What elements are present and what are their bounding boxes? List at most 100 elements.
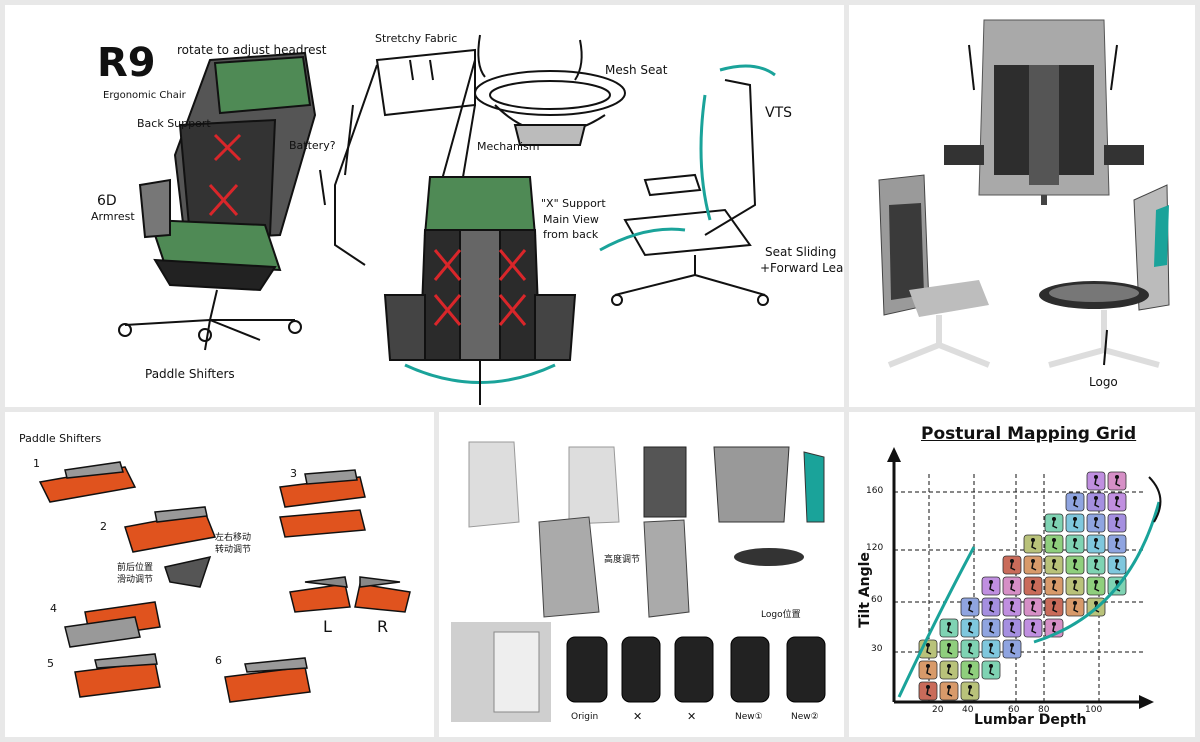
posture-figure-body [1010, 562, 1016, 571]
rotate-note: rotate to adjust headrest [177, 43, 327, 57]
shell-label-1: Origin [571, 712, 599, 722]
mechanism-note: Mechanism [477, 140, 540, 153]
posture-figure-icon [1094, 475, 1098, 479]
y-tick-60: 60 [871, 595, 883, 605]
posture-figure-icon [1031, 622, 1035, 626]
paddle-note-c: 前后位置 [117, 563, 154, 573]
posture-figure-icon [1073, 538, 1077, 542]
posture-figure-icon [1073, 517, 1077, 521]
posture-figure-body [989, 667, 995, 676]
posture-figure-body [1094, 583, 1100, 592]
posture-figure-icon [1115, 580, 1119, 584]
paddle-note-d: 滑动调节 [117, 575, 154, 585]
posture-figure-body [1052, 604, 1058, 613]
model-subtitle: Ergonomic Chair [103, 90, 186, 101]
posture-figure-body [1073, 583, 1079, 592]
mesh-seat-sketch [474, 70, 626, 146]
x-tick-20: 20 [932, 705, 944, 715]
variant-photo [451, 622, 551, 722]
posture-figure-body [1031, 562, 1037, 571]
posture-figure-body [968, 667, 974, 676]
seat-sliding-note-1: Seat Sliding [765, 245, 837, 259]
vts-chair-sketch [611, 79, 769, 306]
seat-sliding-note-2: +Forward Leaning [760, 261, 844, 275]
paddle-step-3: 3 [290, 467, 297, 480]
posture-figure-icon [1010, 643, 1014, 647]
model-title: R9 [97, 40, 156, 86]
posture-figure-icon [968, 643, 972, 647]
posture-figure-icon [1094, 517, 1098, 521]
posture-figure-icon [1073, 496, 1077, 500]
motion-arrows [319, 34, 583, 206]
paddle-step-4: 4 [50, 602, 57, 615]
posture-figure-body [947, 646, 953, 655]
variant-renders-top [468, 441, 825, 528]
posture-figure-body [1073, 604, 1079, 613]
render-canvas [878, 19, 1170, 368]
stretchy-note: Stretchy Fabric [375, 32, 458, 45]
posture-figure-icon [926, 643, 930, 647]
posture-figure-body [1010, 625, 1016, 634]
posture-figure-body [1094, 520, 1100, 529]
posture-figure-body [968, 688, 974, 697]
posture-figure-icon [968, 622, 972, 626]
posture-figure-body [989, 646, 995, 655]
paddle-sketch-2 [124, 506, 217, 588]
posture-figure-icon [989, 580, 993, 584]
vts-motion-arrows [599, 64, 776, 252]
posture-figure-icon [926, 664, 930, 668]
posture-figure-icon [1115, 538, 1119, 542]
paddle-sketch-5 [74, 653, 161, 698]
posture-figure-icon [1094, 559, 1098, 563]
x-tick-100: 100 [1085, 705, 1103, 715]
posture-tiles [918, 471, 1127, 701]
x-support-marks-back [433, 249, 527, 326]
back-view-sketch [383, 176, 577, 405]
posture-figure-icon [1052, 559, 1056, 563]
paddle-sketch-lr [289, 576, 411, 613]
posture-figure-body [947, 625, 953, 634]
variant-note-2: Logo位置 [761, 610, 801, 620]
paddle-note-a: 左右移动 [215, 533, 252, 543]
variants-panel: 高度调节 Logo位置 Origin ✕ ✕ New① New② [439, 412, 844, 737]
back-render [944, 19, 1144, 205]
posture-figure-body [1073, 520, 1079, 529]
posture-figure-icon [1094, 538, 1098, 542]
y-tick-30: 30 [871, 644, 883, 654]
posture-figure-icon [926, 685, 930, 689]
posture-figure-body [1115, 541, 1121, 550]
paddle-right-label: R [377, 617, 389, 636]
posture-figure-body [1094, 541, 1100, 550]
posture-figure-body [1031, 583, 1037, 592]
posture-figure-icon [1010, 601, 1014, 605]
posture-figure-body [1052, 520, 1058, 529]
posture-figure-body [1052, 562, 1058, 571]
posture-figure-body [1010, 583, 1016, 592]
posture-figure-body [926, 688, 932, 697]
posture-figure-body [1115, 520, 1121, 529]
shell-label-4: New① [735, 712, 763, 722]
posture-figure-body [1052, 583, 1058, 592]
posture-figure-body [1115, 499, 1121, 508]
y-tick-120: 120 [866, 543, 884, 553]
posture-figure-body [989, 604, 995, 613]
trend-arrow-2 [1033, 501, 1161, 644]
posture-figure-icon [947, 622, 951, 626]
variant-renders-middle [538, 516, 804, 618]
x-support-note-2: Main View [543, 213, 599, 226]
posture-figure-icon [968, 664, 972, 668]
main-sketch-panel: R9 Ergonomic Chair rotate to adjust head… [5, 5, 844, 407]
posture-figure-icon [1094, 601, 1098, 605]
grid-ylabel: Tilt Angle [856, 552, 873, 628]
main-sketch-canvas [118, 34, 776, 405]
shell-label-3: ✕ [687, 710, 697, 723]
posture-figure-icon [1094, 580, 1098, 584]
variant-shells [566, 636, 826, 703]
posture-figure-body [1073, 562, 1079, 571]
vts-note: VTS [765, 105, 793, 121]
grid-xlabel: Lumbar Depth [974, 712, 1087, 728]
posture-figure-body [1073, 541, 1079, 550]
posture-figure-body [1052, 541, 1058, 550]
armrest-note-1: 6D [97, 193, 117, 209]
armrest-note-2: Armrest [91, 210, 135, 223]
